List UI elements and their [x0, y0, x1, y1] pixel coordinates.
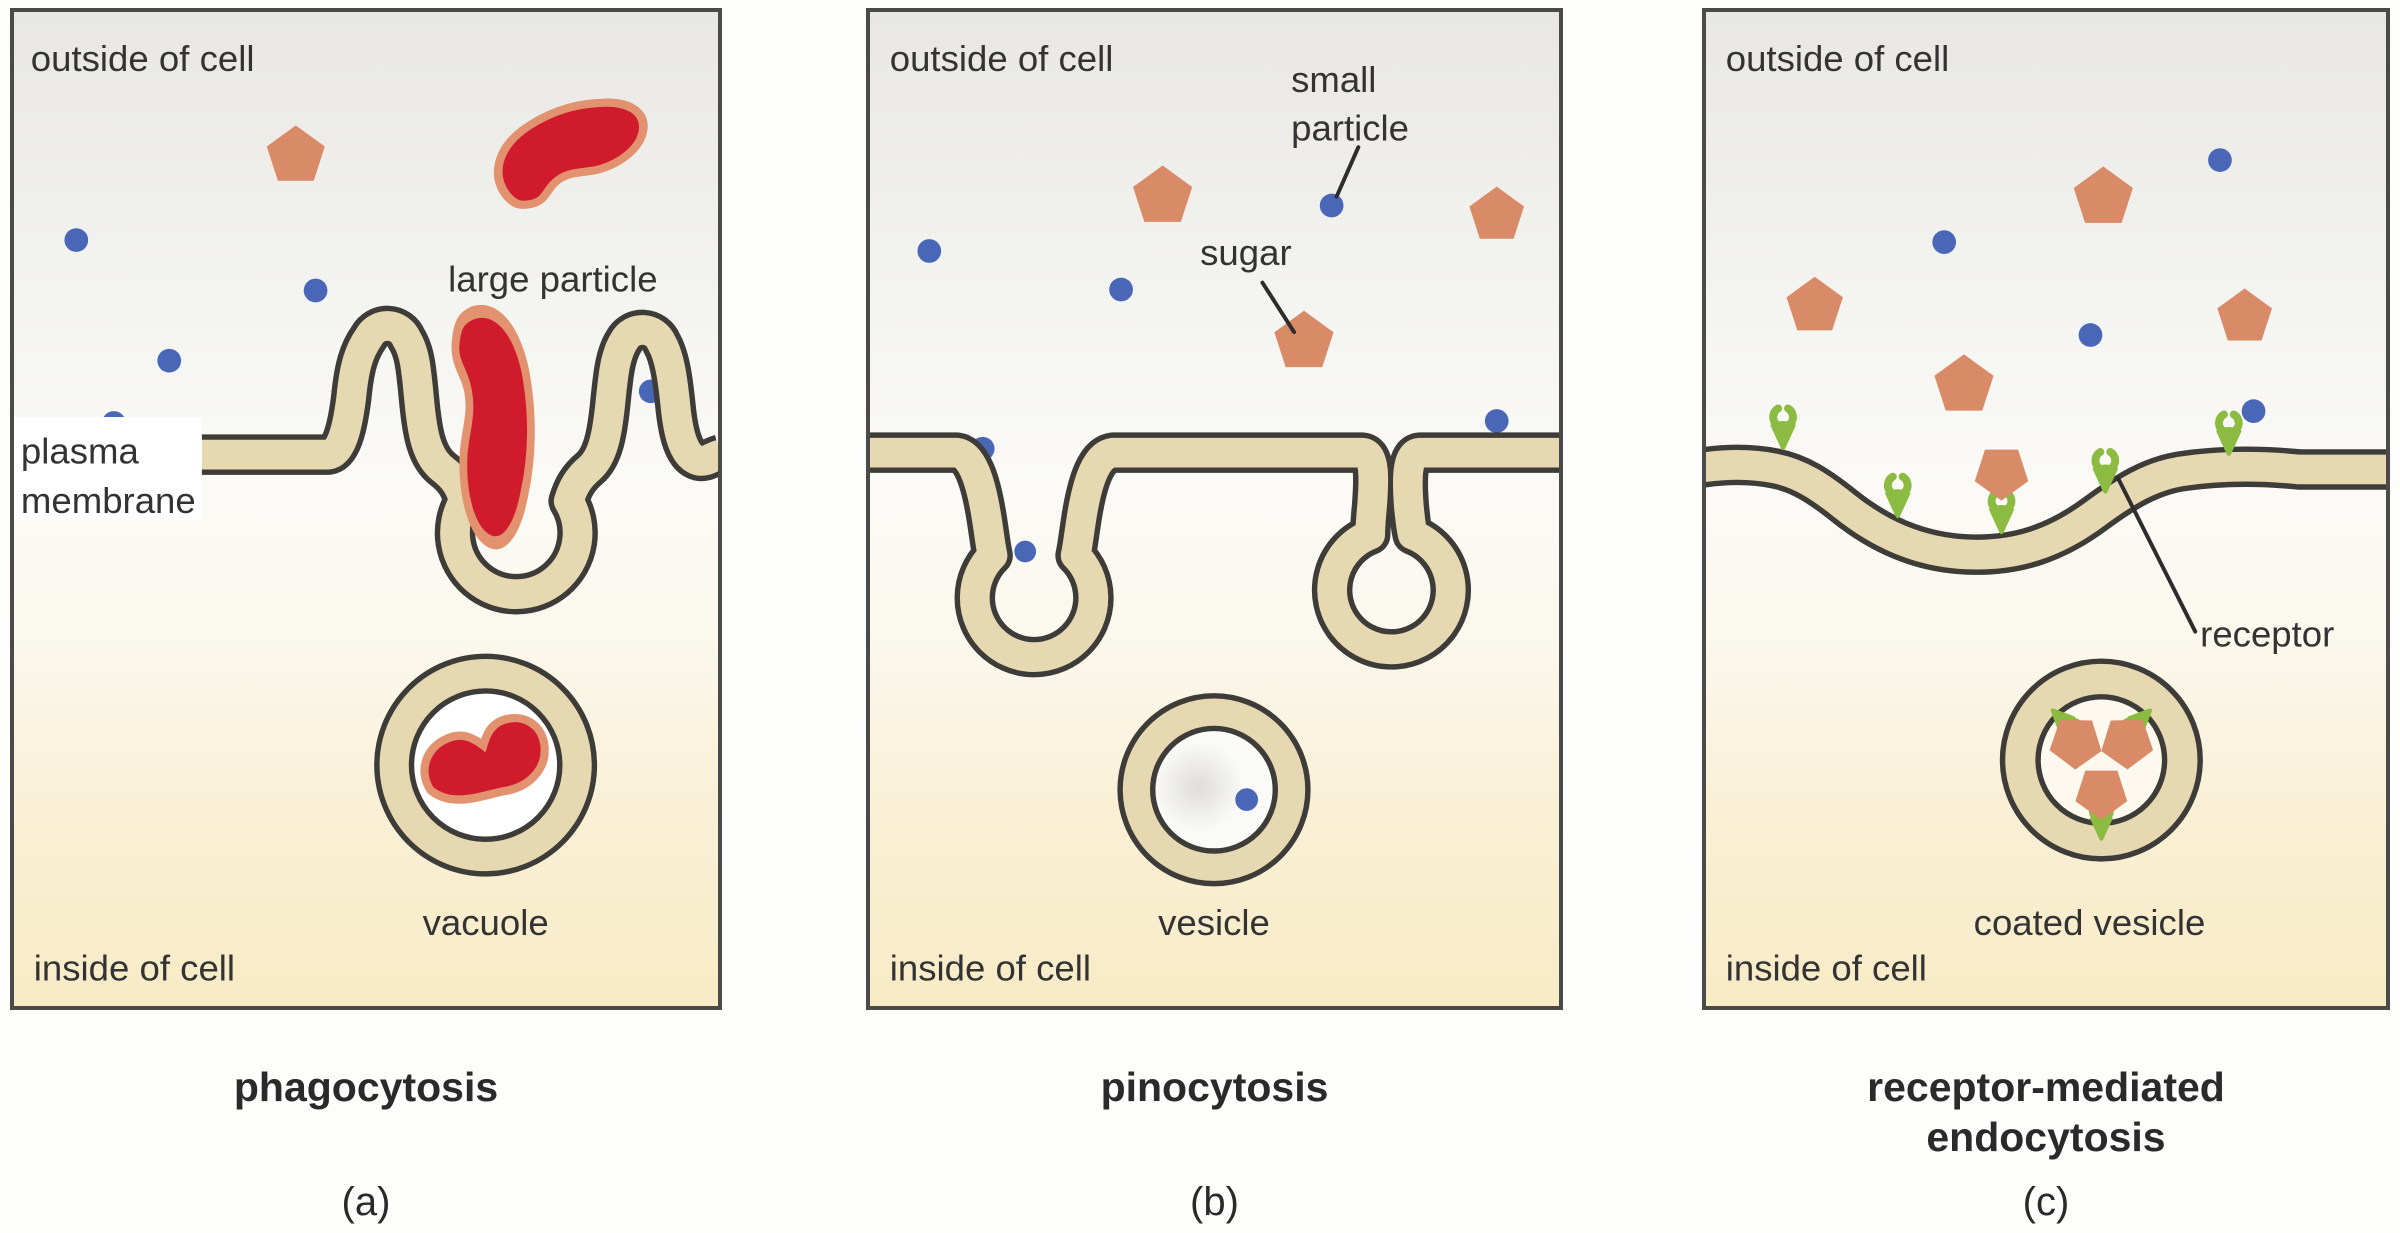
inside-of-cell-label: inside of cell	[890, 948, 1091, 989]
vacuole-label: vacuole	[423, 902, 549, 943]
plasma-membrane-pouches	[870, 432, 1559, 678]
large-particle-label: large particle	[448, 258, 657, 299]
small-particle-label-line2: particle	[1291, 107, 1409, 148]
sugar-pentagon	[266, 125, 325, 181]
panel-phagocytosis: plasma membrane outside of cell large pa…	[10, 8, 722, 1010]
caption-line: pinocytosis	[1100, 1064, 1329, 1110]
coated-vesicle-label: coated vesicle	[1974, 902, 2206, 943]
plasma-membrane-with-pit	[1706, 444, 2386, 575]
sugar-pentagon-bound-to-receptor	[1974, 449, 2029, 501]
plasma-membrane-label-line1: plasma	[21, 431, 140, 472]
small-particle-dot-in-pouch	[1014, 540, 1037, 563]
receptor-leader-line	[2116, 476, 2198, 634]
panel-index-b: (b)	[1190, 1180, 1239, 1224]
label-backplate	[14, 417, 202, 520]
outside-of-cell-label: outside of cell	[1726, 38, 1949, 79]
panel-index-a: (a)	[341, 1180, 391, 1224]
receptor-label: receptor	[2200, 613, 2334, 654]
sugar-pentagons	[1786, 166, 2272, 411]
panel-index-c: (c)	[2022, 1180, 2070, 1224]
outside-of-cell-label: outside of cell	[31, 38, 255, 79]
caption-line: receptor-mediated	[1867, 1064, 2225, 1110]
small-particle-label-line1: small	[1291, 59, 1376, 100]
large-particle-free	[482, 78, 654, 214]
inside-of-cell-label: inside of cell	[1726, 947, 1927, 988]
vesicle	[1117, 693, 1311, 887]
inside-of-cell-label: inside of cell	[34, 948, 235, 989]
small-particle-dots	[1932, 148, 2266, 424]
plasma-membrane-engulfing	[197, 305, 718, 615]
outside-of-cell-label: outside of cell	[890, 38, 1114, 79]
caption-pinocytosis: pinocytosis	[866, 1062, 1563, 1112]
caption-receptor-mediated: receptor-mediated endocytosis	[1702, 1062, 2390, 1162]
large-particle-engulfed	[452, 308, 539, 544]
small-particle-leader-line	[1334, 145, 1361, 199]
panel-pinocytosis: outside of cell small particle sugar ves…	[866, 8, 1563, 1010]
coated-vesicle	[1999, 658, 2203, 862]
caption-line: endocytosis	[1926, 1114, 2166, 1160]
small-particle-dot-in-vesicle	[1235, 788, 1258, 811]
caption-phagocytosis: phagocytosis	[10, 1062, 722, 1112]
plasma-membrane-label-line2: membrane	[21, 480, 196, 521]
sugar-label: sugar	[1200, 232, 1291, 273]
panel-receptor-mediated-endocytosis: outside of cell receptor coated vesicle …	[1702, 8, 2390, 1010]
vacuole	[374, 653, 598, 877]
caption-line: phagocytosis	[233, 1064, 499, 1110]
vesicle-label: vesicle	[1158, 902, 1270, 943]
sugar-leader-line	[1260, 280, 1297, 335]
